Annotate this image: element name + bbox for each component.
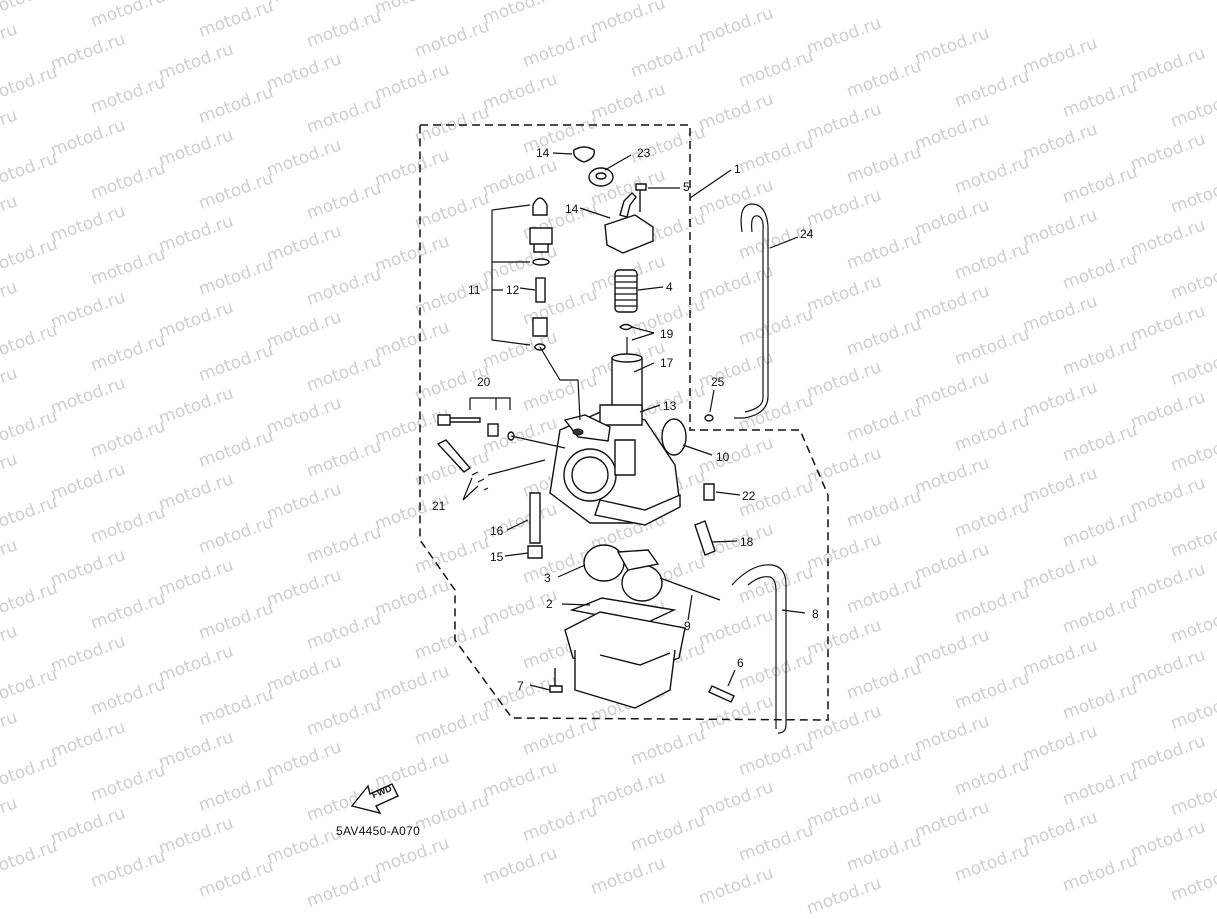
callout-13: 13 [663, 399, 677, 413]
callout-3: 3 [544, 571, 551, 585]
needle-jet [532, 317, 548, 337]
bracket-20 [469, 397, 511, 410]
carburetor-body [549, 404, 681, 526]
gasket-10 [661, 418, 687, 456]
cap-23-hole [595, 172, 607, 180]
small-parts-21 [462, 471, 489, 501]
callout-9: 9 [684, 619, 691, 633]
jet-cap [532, 197, 548, 216]
callout-12: 12 [506, 283, 520, 297]
assembly-boundary [419, 124, 829, 721]
callout-22: 22 [742, 489, 756, 503]
top-plate [604, 214, 654, 254]
fwd-arrow-icon [350, 783, 399, 815]
screw-5 [635, 183, 647, 212]
screw-7 [549, 668, 563, 693]
pilot-jet-12 [535, 277, 546, 303]
jet-holder [529, 227, 553, 253]
callout-5: 5 [683, 180, 690, 194]
spring-20 [487, 423, 499, 437]
plug-22 [703, 483, 715, 501]
callout-23: 23 [637, 146, 651, 160]
air-screw-20 [437, 414, 481, 426]
callout-1: 1 [734, 162, 741, 176]
hose-8 [731, 564, 787, 734]
elbow-fitting-14 [619, 192, 637, 218]
diagram-code: 5AV4450-A070 [336, 824, 421, 838]
bracket-11 [491, 204, 531, 346]
callout-16: 16 [490, 524, 504, 538]
callout-21: 21 [432, 499, 446, 513]
part-18 [694, 520, 716, 556]
callout-15: 15 [490, 550, 504, 564]
pin-9 [659, 577, 721, 601]
o-ring-a [532, 258, 550, 266]
callout-14: 14 [565, 202, 579, 216]
throttle-stop-screw-21 [436, 439, 472, 473]
callout-6: 6 [737, 656, 744, 670]
valve-top [611, 353, 643, 363]
callout-20: 20 [477, 375, 491, 389]
callout-18: 18 [740, 535, 754, 549]
main-jet-15 [527, 545, 543, 559]
callout-4: 4 [666, 280, 673, 294]
callout-8: 8 [812, 607, 819, 621]
drain-screw-6 [708, 685, 735, 703]
callout-2: 2 [546, 597, 553, 611]
throttle-valve-17 [611, 357, 643, 411]
callout-24: 24 [800, 227, 814, 241]
callout-17: 17 [660, 356, 674, 370]
jet-16 [529, 492, 541, 544]
clip-19 [618, 323, 634, 331]
callout-10: 10 [716, 450, 730, 464]
float-3a [583, 544, 625, 582]
o-ring-25 [704, 414, 714, 422]
callout-14-top: 14 [536, 146, 550, 160]
float-bowl [564, 611, 686, 709]
cap-14-top [573, 146, 595, 163]
callout-11: 11 [468, 283, 481, 297]
hose-24 [734, 203, 769, 419]
callout-7: 7 [517, 679, 524, 693]
callout-19: 19 [660, 327, 674, 341]
callout-25: 25 [711, 375, 725, 389]
spring-4 [614, 269, 638, 313]
float-arm [616, 549, 660, 571]
leader-lines [487, 152, 806, 691]
